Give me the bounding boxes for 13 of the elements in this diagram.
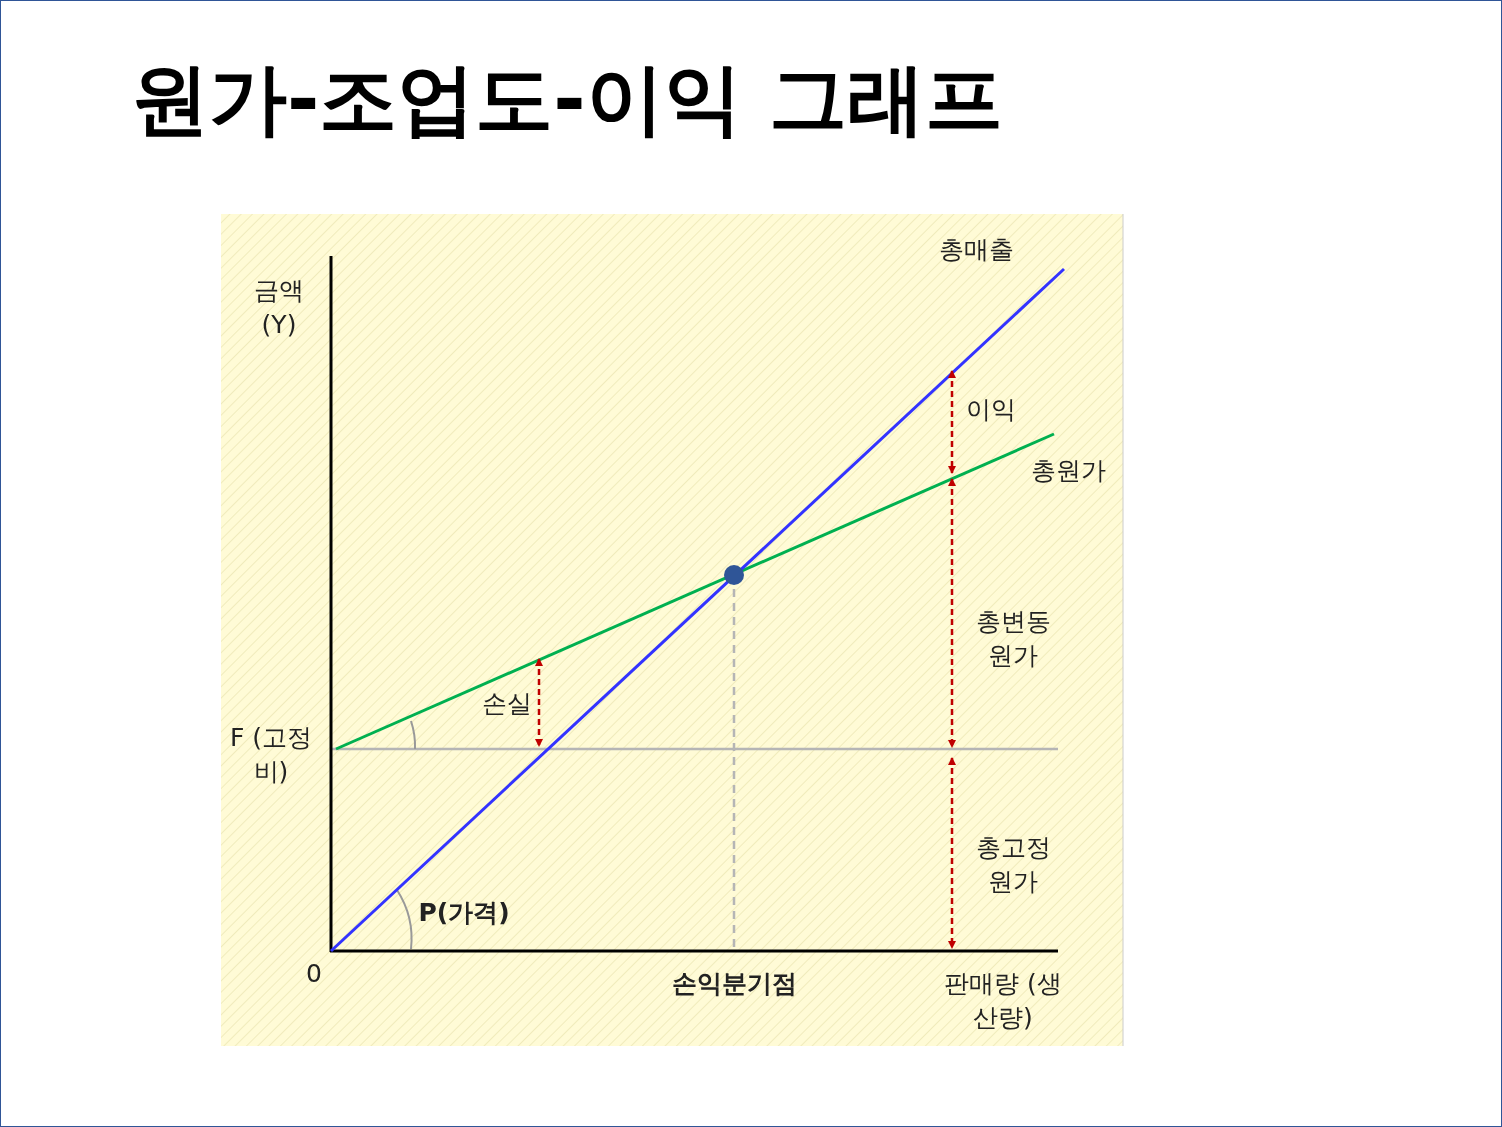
dimension-label: 총변동 원가: [974, 606, 1052, 672]
line-label: 총매출: [937, 234, 1015, 266]
line-label: 총원가: [1029, 455, 1107, 487]
axis-label: 판매량 (생산량): [943, 968, 1063, 1034]
axis-label: 0: [305, 958, 323, 990]
point-label: 손익분기점: [670, 968, 798, 1000]
angle-label: P(가격): [417, 897, 511, 929]
dimension-label: 손실: [481, 688, 533, 720]
slide-title: 원가-조업도-이익 그래프: [131, 53, 1003, 146]
dimension-label: 총고정 원가: [974, 832, 1052, 898]
dimension-label: 이익: [965, 394, 1017, 426]
axis-label: F (고정비): [228, 722, 314, 788]
axis-label: 금액 (Y): [253, 275, 305, 341]
